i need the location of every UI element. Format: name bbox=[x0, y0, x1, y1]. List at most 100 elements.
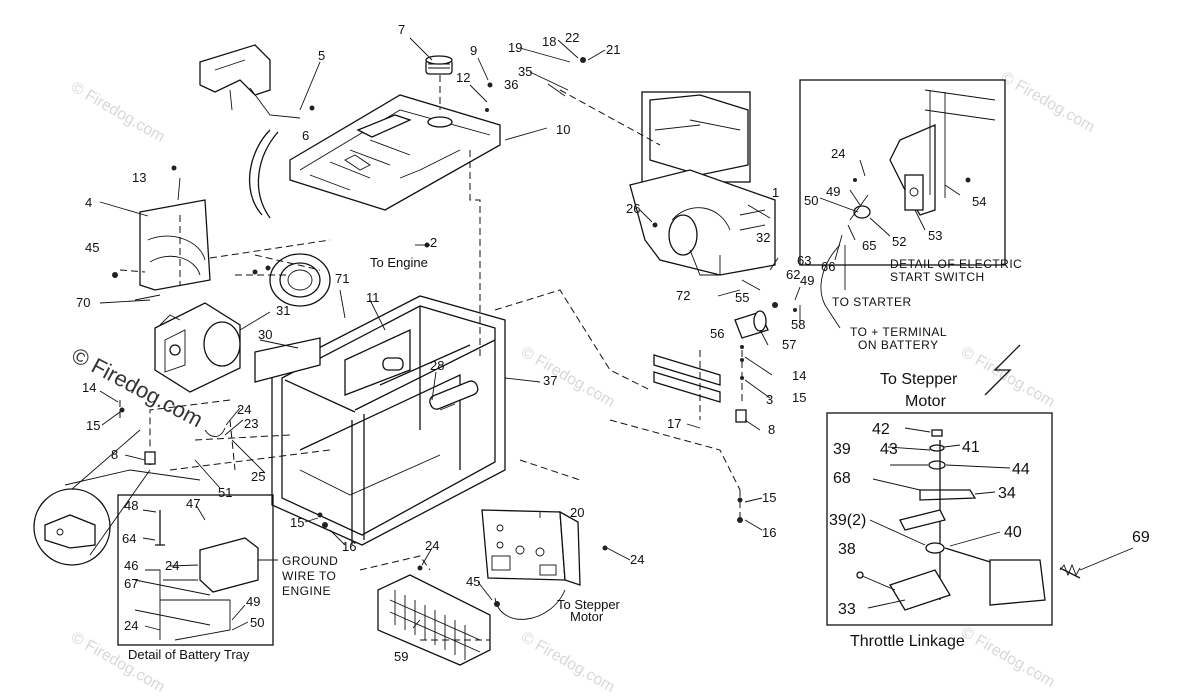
detail-electric-label-line1: DETAIL OF ELECTRIC bbox=[890, 257, 1022, 271]
alternator bbox=[154, 302, 241, 393]
callout-63: 63 bbox=[797, 253, 811, 268]
rear-panel bbox=[139, 199, 211, 291]
callout-24: 24 bbox=[124, 618, 138, 633]
callout-50: 50 bbox=[250, 615, 264, 630]
to-stepper-label-line2: Motor bbox=[905, 393, 947, 410]
callout-55: 55 bbox=[735, 290, 749, 305]
fasteners bbox=[112, 57, 971, 607]
callout-70: 70 bbox=[76, 295, 90, 310]
callout-34: 34 bbox=[998, 485, 1016, 502]
callout-18: 18 bbox=[542, 34, 556, 49]
callout-71: 71 bbox=[335, 271, 349, 286]
detail-electric-label-line2: START SWITCH bbox=[890, 270, 985, 284]
callout-40: 40 bbox=[1004, 524, 1022, 541]
callout-64: 64 bbox=[122, 531, 136, 546]
callout-13: 13 bbox=[132, 170, 146, 185]
callout-8: 8 bbox=[111, 447, 118, 462]
electric-start-detail bbox=[849, 89, 996, 221]
callout-37: 37 bbox=[543, 373, 557, 388]
callout-3: 3 bbox=[766, 392, 773, 407]
bracket-detail-lens bbox=[33, 429, 201, 566]
leader-lines bbox=[99, 37, 1134, 631]
callout-24: 24 bbox=[425, 538, 439, 553]
callout-54: 54 bbox=[972, 194, 986, 209]
callout-16: 16 bbox=[762, 525, 776, 540]
callout-16: 16 bbox=[342, 539, 356, 554]
callout-30: 30 bbox=[258, 327, 272, 342]
callout-14: 14 bbox=[82, 380, 96, 395]
callout-46: 46 bbox=[124, 558, 138, 573]
to-stepper-label-line1: To Stepper bbox=[880, 371, 958, 388]
callout-14: 14 bbox=[792, 368, 806, 383]
ground-wire-label-line2: WIRE TO bbox=[282, 569, 336, 583]
callout-38: 38 bbox=[838, 541, 856, 558]
callout-35: 35 bbox=[518, 64, 532, 79]
callout-45: 45 bbox=[466, 574, 480, 589]
watermark-text: © Firedog.com bbox=[68, 79, 168, 146]
callout-36: 36 bbox=[504, 77, 518, 92]
watermark-text: © Firedog.com bbox=[518, 629, 618, 693]
callout-23: 23 bbox=[244, 416, 258, 431]
callout-15: 15 bbox=[792, 390, 806, 405]
fuel-tank bbox=[289, 94, 501, 211]
mounting-rails bbox=[653, 354, 721, 403]
callout-2: 2 bbox=[430, 235, 437, 250]
callout-11: 11 bbox=[366, 290, 380, 305]
throttle-linkage-caption: Throttle Linkage bbox=[850, 633, 965, 650]
callout-12: 12 bbox=[456, 70, 470, 85]
bearing-plate bbox=[269, 253, 331, 307]
throttle-detail bbox=[856, 429, 1081, 611]
callout-69: 69 bbox=[1132, 529, 1150, 546]
callout-41: 41 bbox=[962, 439, 980, 456]
zigzag-arrow bbox=[984, 344, 1021, 396]
starter-motor bbox=[734, 310, 769, 339]
callout-33: 33 bbox=[838, 601, 856, 618]
panel-strip bbox=[254, 337, 321, 383]
to-engine-label: To Engine bbox=[370, 255, 428, 270]
callout-53: 53 bbox=[928, 228, 942, 243]
callout-49: 49 bbox=[800, 273, 814, 288]
callout-44: 44 bbox=[1012, 461, 1030, 478]
callout-17: 17 bbox=[667, 416, 681, 431]
callout-72: 72 bbox=[676, 288, 690, 303]
ground-wire-label-line3: ENGINE bbox=[282, 584, 331, 598]
fuel-cap bbox=[425, 55, 453, 75]
callout-67: 67 bbox=[124, 576, 138, 591]
callout-45: 45 bbox=[85, 240, 99, 255]
to-stepper-small-label-line1: To Stepper bbox=[557, 597, 621, 612]
to-starter-label: TO STARTER bbox=[832, 295, 912, 309]
callout-5: 5 bbox=[318, 48, 325, 63]
callout-68: 68 bbox=[833, 470, 851, 487]
callout-57: 57 bbox=[782, 337, 796, 352]
upper-bracket bbox=[199, 44, 301, 219]
battery-tray-detail-box bbox=[117, 494, 274, 646]
callout-24: 24 bbox=[831, 146, 845, 161]
to-terminal-label-line2: ON BATTERY bbox=[858, 338, 939, 352]
callout-20: 20 bbox=[570, 505, 584, 520]
callout-8: 8 bbox=[768, 422, 775, 437]
callout-59: 59 bbox=[394, 649, 408, 664]
callout-65: 65 bbox=[862, 238, 876, 253]
callout-49: 49 bbox=[826, 184, 840, 199]
callout-39: 39 bbox=[833, 441, 851, 458]
callout-4: 4 bbox=[85, 195, 92, 210]
callout-9: 9 bbox=[470, 43, 477, 58]
battery-tray-detail bbox=[134, 510, 259, 641]
callout-56: 56 bbox=[710, 326, 724, 341]
callout-31: 31 bbox=[276, 303, 290, 318]
throttle-linkage-detail-box bbox=[826, 412, 1053, 626]
callout-25: 25 bbox=[251, 469, 265, 484]
callout-28: 28 bbox=[430, 358, 444, 373]
callout-1: 1 bbox=[772, 185, 779, 200]
callout-numbers: 5 6 7 9 12 10 19 18 22 21 35 36 13 4 45 … bbox=[76, 22, 1150, 664]
callout-43: 43 bbox=[880, 441, 898, 458]
to-stepper-small-label-line2: Motor bbox=[570, 609, 604, 624]
callout-39-2: 39(2) bbox=[829, 512, 866, 529]
frame bbox=[271, 295, 506, 546]
callout-22: 22 bbox=[565, 30, 579, 45]
grille bbox=[377, 574, 491, 666]
callout-15: 15 bbox=[290, 515, 304, 530]
callout-47: 47 bbox=[186, 496, 200, 511]
engine bbox=[629, 94, 776, 276]
